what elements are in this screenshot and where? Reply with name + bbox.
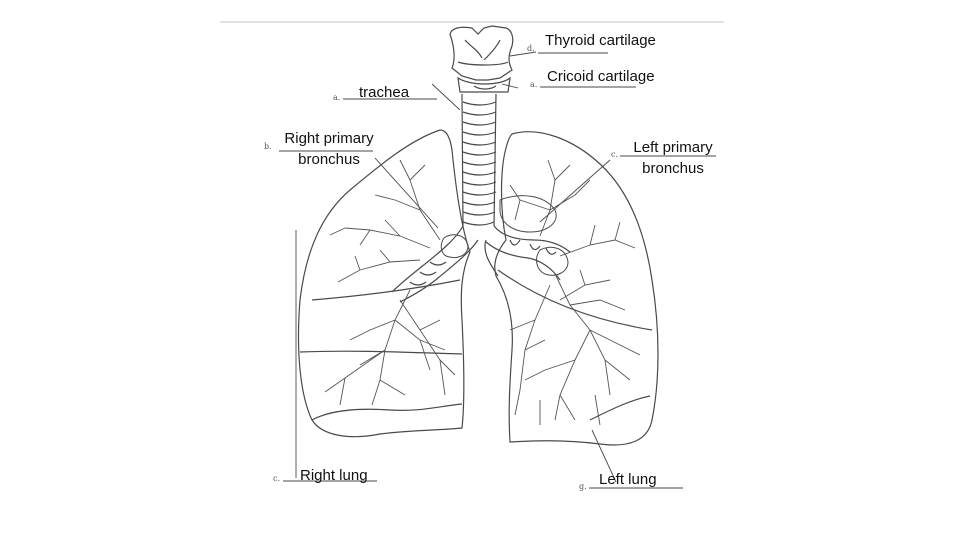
label-left-primary-line2: bronchus (642, 160, 704, 177)
leader-lines (279, 51, 716, 489)
label-left-primary-bronchus: Left primary bronchus (620, 137, 726, 179)
letter-marker: d. (527, 44, 535, 53)
primary-bronchi (391, 225, 571, 303)
label-right-primary-line1: Right primary (284, 130, 374, 147)
larynx (449, 25, 514, 93)
label-right-primary-line2: bronchus (298, 151, 360, 168)
label-cricoid-cartilage: Cricoid cartilage (547, 68, 655, 85)
letter-marker: a. (333, 93, 341, 102)
label-left-primary-line1: Left primary (633, 139, 713, 156)
label-trachea: trachea (359, 84, 410, 101)
letter-marker: b. (264, 142, 272, 151)
right-lung-outline (297, 129, 471, 438)
letter-marker: g. (579, 482, 587, 491)
letter-marker: a. (530, 80, 538, 89)
trachea (461, 93, 497, 227)
letter-marker: c. (611, 150, 619, 159)
letter-marker: c. (273, 474, 281, 483)
label-left-lung: Left lung (599, 471, 657, 488)
label-thyroid-cartilage: Thyroid cartilage (545, 32, 656, 49)
label-right-primary-bronchus: Right primary bronchus (272, 128, 386, 170)
label-right-lung: Right lung (300, 467, 368, 484)
left-lung-outline (484, 131, 659, 446)
hilum-vessels (440, 195, 569, 276)
bronchial-tree (324, 159, 641, 426)
